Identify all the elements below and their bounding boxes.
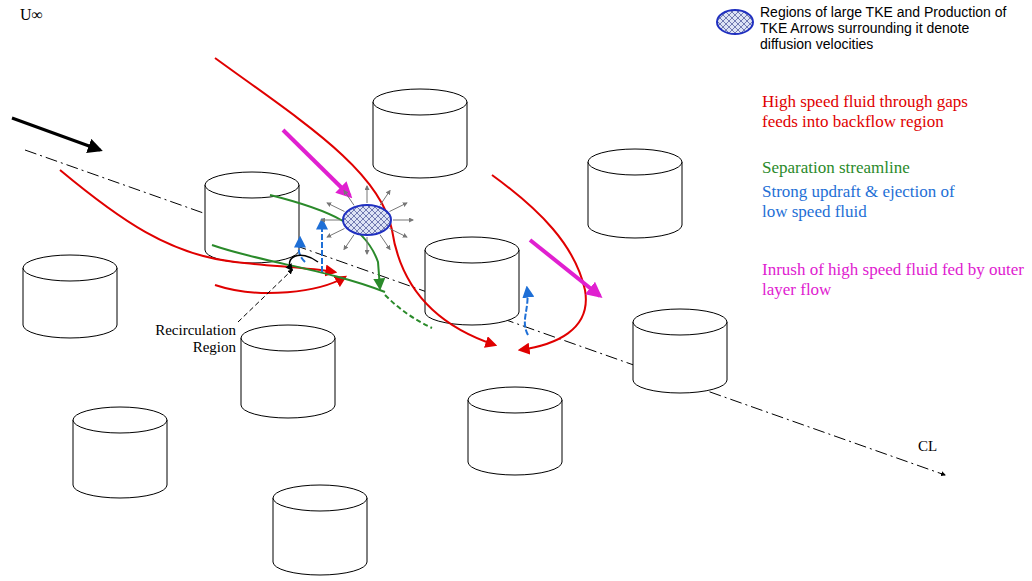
diffusion-arrows — [321, 186, 413, 254]
legend-entry: High speed fluid through gaps feeds into… — [762, 92, 977, 131]
legend-entry: Strong updraft & ejection of low speed f… — [762, 182, 962, 221]
tke-region — [343, 205, 391, 235]
cylinder-array — [23, 89, 727, 575]
legend-text: Regions of large TKE and Production of T… — [760, 4, 1006, 52]
label-text: U∞ — [20, 6, 43, 23]
legend-text: Strong updraft & ejection of low speed f… — [762, 182, 955, 221]
label-text: Recirculation Region — [155, 322, 236, 355]
region-label: Recirculation Region — [130, 322, 236, 357]
freestream-arrow — [12, 118, 100, 150]
updraft-arrows — [299, 220, 528, 335]
label-text: CL — [918, 438, 937, 454]
legend-entry: Separation streamline — [762, 158, 992, 178]
legend-entry: Inrush of high speed fluid fed by outer … — [762, 260, 1027, 299]
high-speed-streamlines — [60, 58, 586, 350]
legend-text: Separation streamline — [762, 158, 910, 177]
freestream-label: U∞ — [20, 6, 60, 24]
separation-streamlines — [212, 195, 432, 328]
leader-line — [238, 270, 292, 322]
legend-entry: Regions of large TKE and Production of T… — [760, 4, 1022, 52]
legend-text: High speed fluid through gaps feeds into… — [762, 92, 968, 131]
legend-text: Inrush of high speed fluid fed by outer … — [762, 260, 1024, 299]
legend-swatch — [717, 10, 753, 34]
recirculation-curl — [290, 255, 318, 270]
inrush-arrows — [283, 130, 600, 296]
centerline-label: CL — [918, 438, 958, 455]
